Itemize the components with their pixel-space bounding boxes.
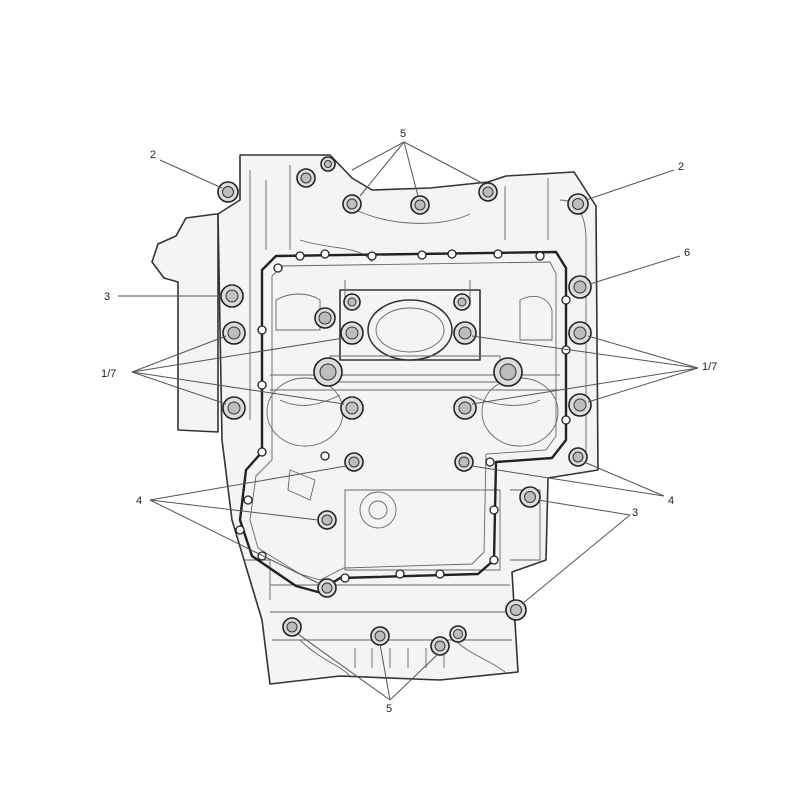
crankcase-body xyxy=(151,154,599,685)
gasket-holes xyxy=(235,249,571,583)
leader-lines xyxy=(118,141,699,701)
callout-17-left: 1/7 xyxy=(101,368,116,380)
callout-labels: 5 2 2 3 6 1/7 1/7 4 4 3 5 xyxy=(101,128,717,715)
bolt-5-bottom-b xyxy=(370,626,390,646)
callout-2-right: 2 xyxy=(678,161,684,173)
bolt-17-center-d xyxy=(453,396,477,420)
bolt-17-right-a xyxy=(568,321,592,345)
bolt-2-right xyxy=(567,193,589,215)
bolt-6-right xyxy=(568,275,592,299)
bolts xyxy=(217,156,592,656)
bolt-5-top-a xyxy=(296,168,316,188)
bolt-4-b xyxy=(454,452,474,472)
bolt-5-bottom-c xyxy=(430,636,450,656)
bolt-17-right-b xyxy=(568,393,592,417)
bolt-3-left xyxy=(220,284,244,308)
callout-5-top: 5 xyxy=(400,128,406,140)
callout-3-left: 3 xyxy=(104,291,110,303)
bolt-top-small xyxy=(320,156,336,172)
callout-2-left: 2 xyxy=(150,149,156,161)
bolt-4-a xyxy=(344,452,364,472)
bolt-4-d xyxy=(317,510,337,530)
bolt-3-right-b xyxy=(505,599,527,621)
bolt-5-top-c xyxy=(410,195,430,215)
bolt-17-center-b xyxy=(453,321,477,345)
central-block xyxy=(313,280,523,387)
bolt-3-right-a xyxy=(519,486,541,508)
bolt-17-center-a xyxy=(340,321,364,345)
bolt-4-e xyxy=(317,578,337,598)
callout-4-right: 4 xyxy=(668,495,674,507)
bolt-5-top-b xyxy=(342,194,362,214)
bolt-17-left-b xyxy=(222,396,246,420)
bolt-2-left xyxy=(217,181,239,203)
callout-17-right: 1/7 xyxy=(702,361,717,373)
bolt-upper-mid-b xyxy=(453,293,471,311)
callout-3-right: 3 xyxy=(632,507,638,519)
bolt-5-top-d xyxy=(478,182,498,202)
callout-6-right: 6 xyxy=(684,247,690,259)
bolt-upper-mid-a xyxy=(343,293,361,311)
bolt-17-center-c xyxy=(340,396,364,420)
callout-4-left: 4 xyxy=(136,495,142,507)
bolt-5-bottom-a xyxy=(282,617,302,637)
sump-gasket xyxy=(235,249,571,594)
bolt-5-bottom-d xyxy=(449,625,467,643)
bolt-4-c xyxy=(568,447,588,467)
callout-5-bottom: 5 xyxy=(386,703,392,715)
bolt-17-left-a xyxy=(222,321,246,345)
